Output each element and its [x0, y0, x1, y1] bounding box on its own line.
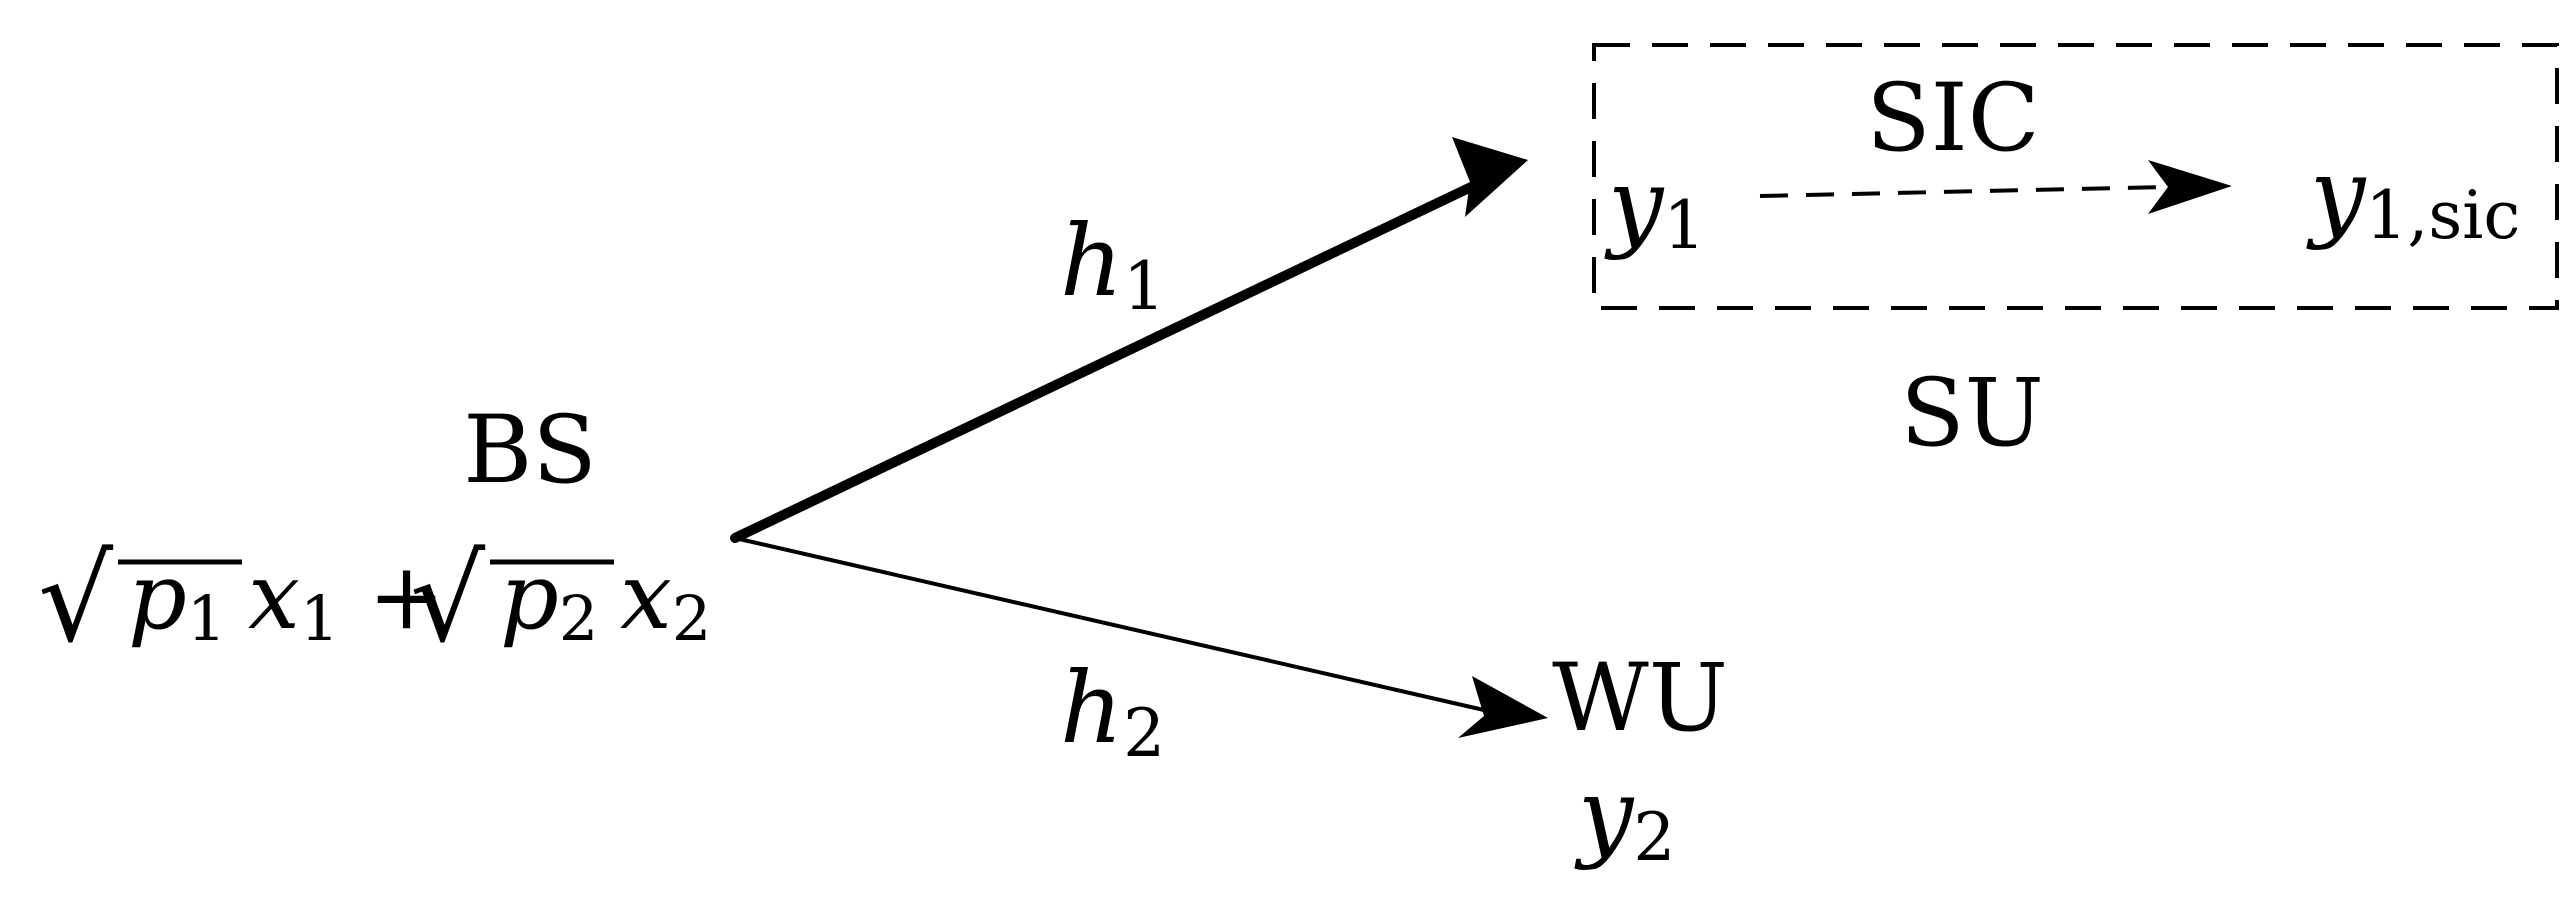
link-h2-arrow: [733, 536, 1512, 718]
x2-base: x: [620, 543, 672, 650]
link-h2-arrow-head: [1458, 676, 1548, 738]
x1-base: x: [248, 543, 300, 650]
bs-label: BS: [463, 396, 596, 505]
wu-output-base: y: [1574, 758, 1635, 872]
link-h1-arrow: [730, 173, 1495, 543]
bs-signal-expression: √ p1 x1 + √ p2 x2: [38, 530, 711, 668]
su-output-sub: 1,sic: [2365, 177, 2520, 254]
p1-base: p: [128, 543, 187, 650]
sic-arrow: [1759, 184, 2211, 198]
h1-sub: 1: [1123, 248, 1165, 325]
term-p1: p1: [128, 543, 226, 655]
link-h2-label: h2: [1060, 652, 1165, 772]
wu-output-y2: y2: [1574, 758, 1675, 876]
term-x1: x1: [248, 543, 339, 655]
h2-base: h: [1060, 652, 1123, 766]
h2-sub: 2: [1123, 695, 1165, 772]
sqrt-symbol-1: √: [38, 530, 114, 668]
su-dashed-box: [1592, 43, 2559, 310]
sqrt-symbol-2: √: [410, 530, 486, 668]
wu-output-sub: 2: [1633, 799, 1675, 876]
su-input-y1: y1: [1604, 148, 1705, 264]
term-x2: x2: [620, 543, 711, 655]
p2-base: p: [500, 543, 559, 650]
h1-base: h: [1060, 205, 1123, 319]
wu-label: WU: [1552, 644, 1728, 753]
sic-label: SIC: [1866, 64, 2039, 173]
su-input-base: y: [1604, 148, 1665, 262]
sic-arrow-head: [2148, 160, 2232, 214]
su-output-base: y: [2306, 138, 2367, 252]
x1-sub: 1: [300, 582, 339, 655]
x2-sub: 2: [672, 582, 711, 655]
su-label: SU: [1900, 359, 2044, 468]
su-output-y1sic: y1,sic: [2306, 138, 2520, 254]
term-p2: p2: [500, 543, 598, 655]
p1-sub: 1: [187, 582, 226, 655]
su-input-sub: 1: [1663, 187, 1705, 264]
link-h1-arrow-head: [1452, 137, 1528, 217]
plus-sign: +: [368, 543, 445, 650]
link-h1-label: h1: [1060, 205, 1165, 325]
p2-sub: 2: [559, 582, 598, 655]
